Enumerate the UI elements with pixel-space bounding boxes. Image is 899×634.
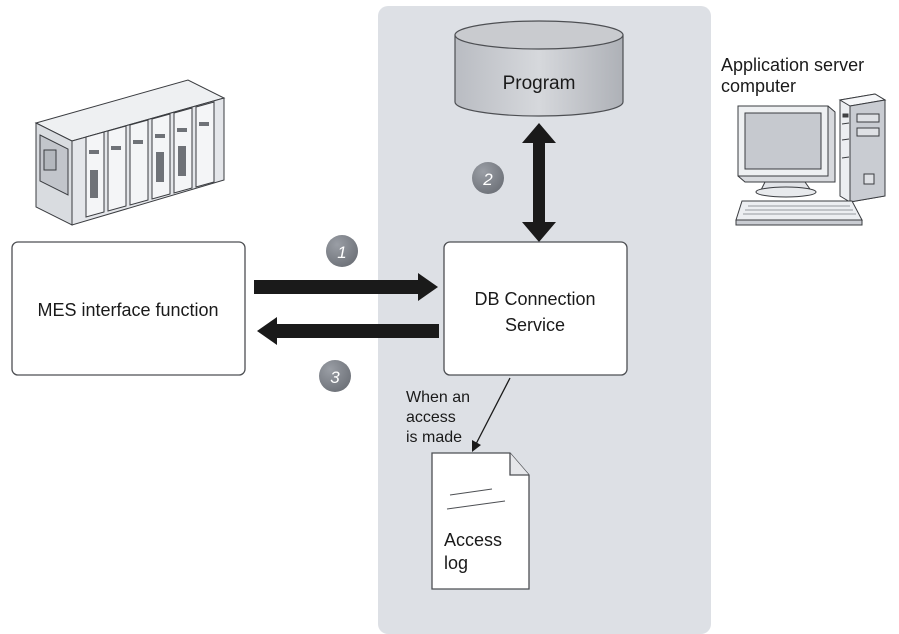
log-label-line2: log <box>444 553 468 573</box>
request-arrow <box>254 273 438 301</box>
mes-box-label: MES interface function <box>37 300 218 320</box>
program-db-arrow <box>522 123 556 242</box>
server-label-line1: Application server <box>721 55 864 75</box>
response-arrow <box>257 317 439 345</box>
mes-interface-box: MES interface function <box>11 241 246 376</box>
svg-text:access: access <box>406 409 456 426</box>
svg-text:is made: is made <box>406 429 462 446</box>
access-log-document-icon: Access log <box>431 452 530 590</box>
svg-text:1: 1 <box>337 243 346 262</box>
db-connection-service-box: DB Connection Service <box>443 241 628 376</box>
log-pointer-arrow <box>472 377 511 452</box>
svg-text:3: 3 <box>330 368 340 387</box>
program-label: Program <box>503 73 576 94</box>
svg-text:When an: When an <box>406 389 470 406</box>
program-database-icon: Program <box>454 20 624 117</box>
svg-text:2: 2 <box>482 170 493 189</box>
plc-module-icon <box>34 79 226 226</box>
step-3-badge: 3 <box>319 360 351 392</box>
server-label-line2: computer <box>721 76 796 96</box>
step-2-badge: 2 <box>472 162 504 194</box>
step-1-badge: 1 <box>326 235 358 267</box>
db-box-line2: Service <box>505 315 565 335</box>
db-box-line1: DB Connection <box>474 289 595 309</box>
access-note: When an access is made <box>406 389 470 446</box>
computer-icon <box>735 93 887 226</box>
log-label-line1: Access <box>444 530 502 550</box>
